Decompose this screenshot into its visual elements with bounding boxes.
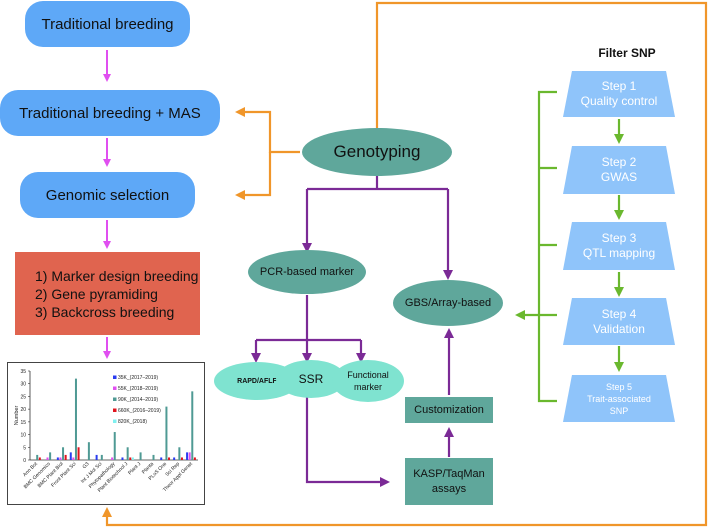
bar [178, 447, 181, 460]
pcr-marker-label: PCR-based marker [259, 266, 355, 278]
legend-swatch [113, 386, 117, 390]
pcr-marker-node: PCR-based marker [248, 250, 366, 294]
gbs-array-label: GBS/Array-based [404, 297, 492, 309]
orange-arrows [102, 1, 708, 527]
y-tick-label: 30 [20, 382, 26, 388]
bar [87, 442, 90, 460]
kasp-taqman-label: KASP/TaqMan assays [413, 467, 485, 495]
genotyping-label: Genotyping [333, 142, 421, 161]
bar [188, 452, 191, 460]
legend-label: 660K_(2016–2019) [118, 408, 161, 414]
customization-label: Customization [414, 403, 484, 416]
bar [160, 457, 163, 460]
legend-swatch [113, 408, 117, 412]
arrow-genotyping-to-mas-gs [235, 107, 300, 154]
step-5-label: Step 5 Trait-associated SNP [587, 381, 651, 416]
functional-marker-node: Functional marker [332, 360, 404, 402]
bar [46, 457, 49, 460]
bar [152, 454, 155, 460]
bar [38, 457, 41, 460]
bar [36, 454, 39, 460]
legend-swatch [113, 375, 117, 379]
traditional-mas-label: Traditional breeding + MAS [19, 104, 201, 122]
y-tick-label: 35 [20, 369, 26, 375]
bar [113, 432, 116, 460]
applications-list: 1) Marker design breeding 2) Gene pyrami… [35, 267, 199, 320]
x-tick-label: G3 [82, 461, 91, 470]
y-tick-label: 25 [20, 394, 26, 400]
gbs-array-node: GBS/Array-based [393, 280, 503, 326]
y-tick-label: 15 [20, 420, 26, 426]
green-arrows [515, 90, 624, 403]
bar [126, 447, 129, 460]
chart-legend: 35K_(2017–2019) 55K_(2018–2019) 90K_(2014–… [113, 375, 161, 425]
y-tick-label: 5 [23, 445, 26, 451]
chart-bars [36, 378, 196, 460]
traditional-breeding-label: Traditional breeding [41, 15, 174, 33]
bar [139, 452, 142, 460]
bar [111, 457, 114, 460]
step-4-label: Step 4 Validation [593, 306, 645, 336]
bar [74, 378, 77, 460]
bar [180, 457, 183, 460]
bar [168, 457, 171, 460]
y-tick-label: 0 [23, 458, 26, 464]
filter-snp-title: Filter SNP [598, 46, 656, 60]
bar [191, 391, 194, 460]
step-2: Step 2 GWAS [563, 146, 675, 194]
ssr-label: SSR [298, 372, 324, 386]
bar [95, 454, 98, 460]
legend-label: 55K_(2018–2019) [118, 386, 158, 392]
traditional-mas-box: Traditional breeding + MAS [0, 90, 220, 136]
bar [186, 452, 189, 460]
legend-label: 820K_(2018) [118, 419, 147, 425]
y-axis-label: Number [14, 406, 20, 426]
genomic-selection-box: Genomic selection [20, 172, 195, 218]
bar [131, 457, 134, 460]
bar [77, 447, 80, 460]
bar [165, 406, 168, 460]
kasp-taqman-box: KASP/TaqMan assays [405, 458, 493, 505]
bar [64, 454, 67, 460]
bar [69, 452, 72, 460]
traditional-breeding-box: Traditional breeding [25, 1, 190, 47]
applications-box: 1) Marker design breeding 2) Gene pyrami… [15, 252, 200, 335]
genotyping-node: Genotyping [302, 128, 452, 176]
bar [173, 457, 176, 460]
bar [59, 457, 62, 460]
step-5: Step 5 Trait-associated SNP [563, 375, 675, 422]
step-1-label: Step 1 Quality control [580, 79, 658, 108]
bar [62, 447, 65, 460]
purple-arrows [251, 176, 454, 487]
legend-swatch [113, 419, 117, 423]
step-3: Step 3 QTL mapping [563, 222, 675, 270]
arrow-ssr-to-kasp [305, 393, 390, 487]
bar [121, 457, 124, 460]
functional-marker-label: Functional marker [347, 370, 389, 392]
y-tick-label: 20 [20, 407, 26, 413]
y-tick-label: 10 [20, 433, 26, 439]
customization-box: Customization [405, 397, 493, 423]
bar [129, 457, 132, 460]
arrow-feedback-loop [102, 1, 708, 527]
step-3-label: Step 3 QTL mapping [582, 231, 656, 260]
step-1: Step 1 Quality control [563, 71, 675, 117]
bar [56, 457, 59, 460]
legend-label: 90K_(2014–2019) [118, 397, 158, 403]
legend-label: 35K_(2017–2019) [118, 375, 158, 381]
bar [193, 457, 196, 460]
x-tick-label: Plant J [127, 461, 142, 476]
step-4: Step 4 Validation [563, 298, 675, 345]
step-2-label: Step 2 GWAS [600, 155, 638, 184]
bar [72, 457, 75, 460]
bar [100, 454, 103, 460]
legend-swatch [113, 397, 117, 401]
rapd-aflf-label: RAPD/AFLF [237, 377, 277, 385]
genomic-selection-label: Genomic selection [45, 186, 170, 204]
bar [49, 452, 52, 460]
